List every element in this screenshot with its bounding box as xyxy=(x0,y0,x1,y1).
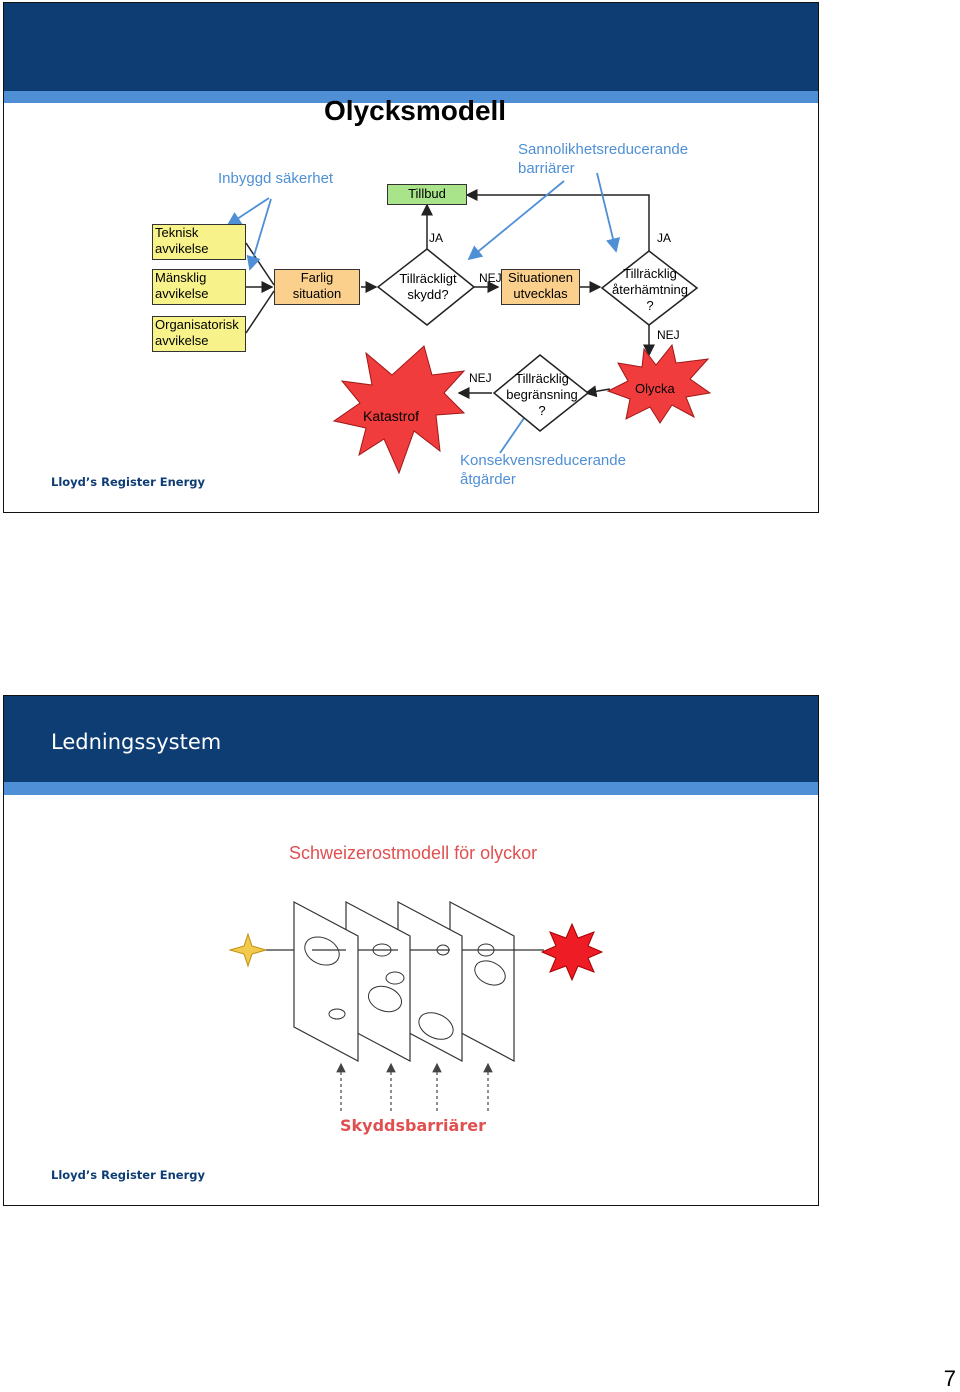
label-konsekvens-line1: Konsekvensreducerande xyxy=(460,452,626,469)
diamond-skydd-line1: Tillräckligt xyxy=(399,271,457,286)
label-sannolikhet-line1: Sannolikhetsreducerande xyxy=(518,141,689,158)
box-mansklig-avvikelse: Mänsklig avvikelse xyxy=(152,269,246,305)
slide-footer-brand: Lloyd’s Register Energy xyxy=(51,475,206,489)
cheese-holes xyxy=(304,936,506,1040)
box-teknisk-avvikelse: Teknisk avvikelse xyxy=(152,224,246,260)
diamond-aterhamtning-line1: Tillräcklig xyxy=(623,266,677,281)
label-nej-begransning: NEJ xyxy=(469,371,492,385)
figure-title: Schweizerostmodell för olyckor xyxy=(289,843,538,863)
slide-ledningssystem: Ledningssystem Schweizerostmodell för ol… xyxy=(3,695,819,1206)
label-nej-aterhamtning: NEJ xyxy=(657,328,680,342)
box-tillbud: Tillbud xyxy=(387,184,467,205)
diamond-begransning-line3: ? xyxy=(538,403,546,418)
box-farlig-line1: Farlig xyxy=(300,270,334,285)
slide-header-band xyxy=(4,696,818,782)
diamond-aterhamtning xyxy=(600,250,699,326)
diamond-skydd-line2: skydd? xyxy=(407,287,449,302)
box-org-line2: avvikelse xyxy=(155,333,209,348)
swiss-cheese-figure xyxy=(228,901,604,1111)
box-situationen-line2: utvecklas xyxy=(513,286,568,301)
burst-olycka-text: Olycka xyxy=(635,381,675,396)
label-ja-aterhamtning: JA xyxy=(657,231,672,245)
diamond-aterhamtning-line3: ? xyxy=(646,298,654,313)
box-org-line1: Organisatorisk xyxy=(155,317,239,332)
slide-footer-brand: Lloyd’s Register Energy xyxy=(51,1168,206,1182)
burst-katastrof-text: Katastrof xyxy=(363,408,420,424)
diamond-aterhamtning-text: Tillräcklig återhämtning ? xyxy=(604,266,696,314)
slide-title: Olycksmodell xyxy=(324,95,507,126)
box-mansklig-line2: avvikelse xyxy=(155,286,209,301)
label-sannolikhet-line2: barriärer xyxy=(518,160,575,177)
box-mansklig-line1: Mänsklig xyxy=(155,270,207,285)
cheese-slices xyxy=(293,901,515,1062)
box-teknisk-line2: avvikelse xyxy=(155,241,209,256)
label-konsekvens-line2: åtgärder xyxy=(460,471,516,488)
label-ja-skydd: JA xyxy=(429,231,444,245)
diamond-begransning-line2: begränsning xyxy=(506,387,578,402)
label-inbyggd-sakerhet: Inbyggd säkerhet xyxy=(218,170,334,187)
slide-header-band xyxy=(4,3,818,91)
slide-title: Ledningssystem xyxy=(51,730,222,754)
hazard-star-icon xyxy=(228,932,268,968)
diamond-begransning xyxy=(492,354,590,432)
box-farlig-situation: Farlig situation xyxy=(274,269,360,305)
burst-olycka xyxy=(606,343,712,424)
slide-header-stripe xyxy=(4,91,818,103)
page-number: 7 xyxy=(943,1366,956,1391)
diamond-aterhamtning-line2: återhämtning xyxy=(612,282,688,297)
label-nej-skydd: NEJ xyxy=(479,271,502,285)
diamond-skydd xyxy=(376,248,476,326)
barrier-label: Skyddsbarriärer xyxy=(340,1116,486,1135)
diamond-begransning-text: Tillräcklig begränsning ? xyxy=(500,371,584,419)
cheese-slice-1 xyxy=(293,901,359,1062)
explosion-burst-icon xyxy=(540,922,604,982)
box-organisatorisk-avvikelse: Organisatorisk avvikelse xyxy=(152,316,246,352)
diamond-begransning-line1: Tillräcklig xyxy=(515,371,569,386)
slide-header-stripe xyxy=(4,782,818,795)
burst-katastrof xyxy=(332,345,466,475)
box-farlig-line2: situation xyxy=(292,286,342,301)
box-teknisk-line1: Teknisk xyxy=(155,225,199,240)
box-situationen-utvecklas: Situationen utvecklas xyxy=(501,269,580,305)
box-situationen-line1: Situationen xyxy=(507,270,574,285)
flowchart-lines xyxy=(226,172,712,475)
diamond-skydd-text: Tillräckligt skydd? xyxy=(388,271,468,303)
slide-olycksmodell: Olycksmodell xyxy=(3,2,819,513)
connector-lines xyxy=(245,189,655,399)
barrier-arrows xyxy=(336,1062,493,1111)
